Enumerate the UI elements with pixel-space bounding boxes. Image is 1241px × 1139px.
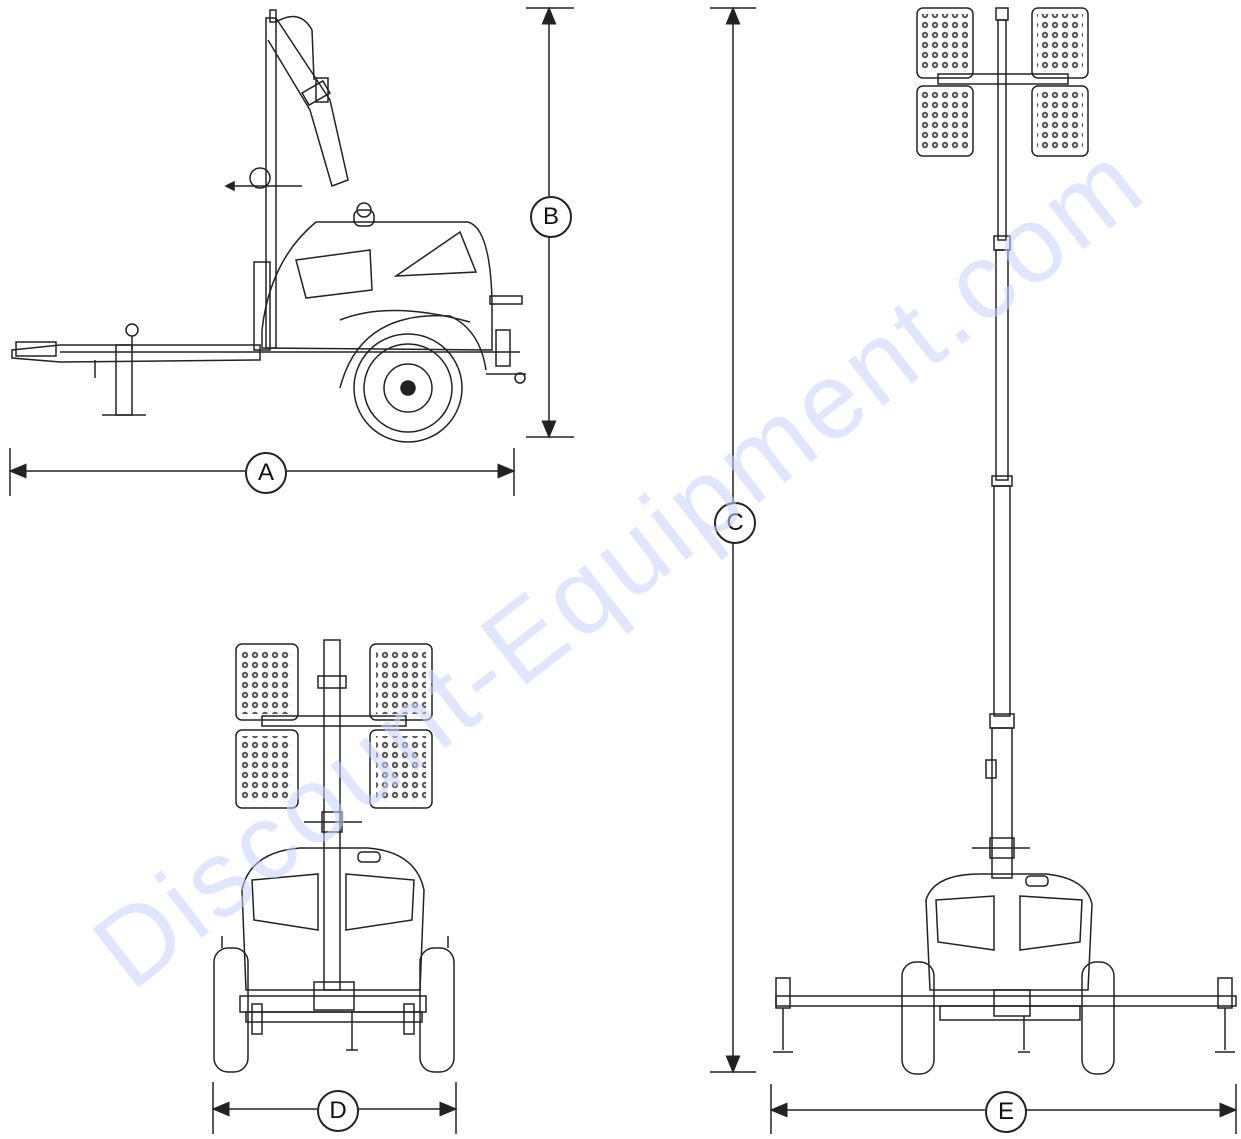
dimension-label-c: C <box>714 502 756 544</box>
front-view-extended <box>710 6 1238 1134</box>
dimension-c <box>710 6 756 1074</box>
dimension-label-e: E <box>985 1091 1027 1133</box>
dimension-e <box>769 1084 1238 1134</box>
dimension-label-a: A <box>245 452 287 494</box>
side-view <box>8 6 574 496</box>
dimension-d <box>211 1082 458 1134</box>
dimension-b <box>526 6 574 439</box>
dimension-a <box>8 448 516 496</box>
front-view-retracted <box>211 639 458 1134</box>
dimension-label-b: B <box>530 196 572 238</box>
dimension-label-d: D <box>317 1090 359 1132</box>
